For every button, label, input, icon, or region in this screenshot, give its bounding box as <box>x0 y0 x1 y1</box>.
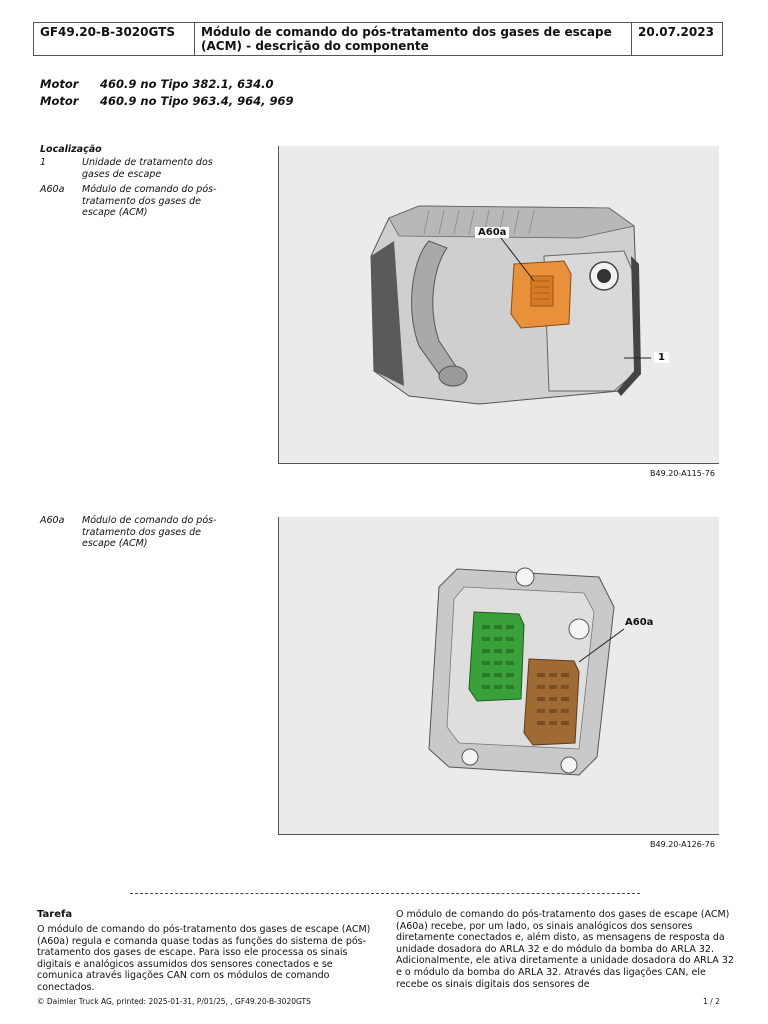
legend-key: A60a <box>40 184 65 195</box>
document-date: 20.07.2023 <box>638 25 714 39</box>
motor-value: 460.9 no Tipo 963.4, 964, 969 <box>100 94 294 108</box>
legend-key: A60a <box>40 515 65 526</box>
exhaust-unit-illustration <box>370 205 651 405</box>
motor-line-1: Motor 460.9 no Tipo 382.1, 634.0 <box>40 77 274 91</box>
motor-label: Motor <box>40 94 79 108</box>
callout-1: 1 <box>654 352 669 363</box>
motor-line-2: Motor 460.9 no Tipo 963.4, 964, 969 <box>40 94 294 108</box>
legend-text: Módulo de comando do pós-tratamento dos … <box>82 184 217 218</box>
section-title: Localização <box>40 144 102 155</box>
tarefa-right-paragraph: O módulo de comando do pós-tratamento do… <box>396 909 734 990</box>
legend-key: 1 <box>40 157 47 168</box>
section-divider <box>130 893 640 894</box>
figure-exhaust-unit: A60a 1 <box>278 146 719 464</box>
callout-a60a: A60a <box>475 227 510 238</box>
tarefa-left-paragraph: O módulo de comando do pós-tratamento do… <box>37 924 371 993</box>
module-legend: A60a Módulo de comando do pós-tratamento… <box>40 515 232 554</box>
legend-text: Unidade de tratamento dos gases de escap… <box>82 157 213 180</box>
footer-copyright: © Daimler Truck AG, printed: 2025-01-31,… <box>37 997 311 1006</box>
tarefa-heading: Tarefa <box>37 909 73 920</box>
figure-acm-module: A60a <box>278 517 719 835</box>
figure-caption: B49.20-A115-76 <box>650 469 715 478</box>
callout-a60a: A60a <box>625 617 654 628</box>
legend-item: A60a Módulo de comando do pós-tratamento… <box>40 515 232 550</box>
legend-text: Módulo de comando do pós-tratamento dos … <box>82 515 217 549</box>
motor-label: Motor <box>40 77 79 91</box>
page-number: 1 / 2 <box>703 997 720 1006</box>
document-header: GF49.20-B-3020GTS Módulo de comando do p… <box>33 22 723 56</box>
motor-value: 460.9 no Tipo 382.1, 634.0 <box>100 77 274 91</box>
location-legend: Localização 1 Unidade de tratamento dos … <box>40 144 232 223</box>
legend-item: A60a Módulo de comando do pós-tratamento… <box>40 184 232 219</box>
acm-module-illustration <box>428 567 625 776</box>
document-title: Módulo de comando do pós-tratamento dos … <box>195 23 632 55</box>
legend-item: 1 Unidade de tratamento dos gases de esc… <box>40 157 232 180</box>
document-code: GF49.20-B-3020GTS <box>34 23 195 55</box>
figure-caption: B49.20-A126-76 <box>650 840 715 849</box>
